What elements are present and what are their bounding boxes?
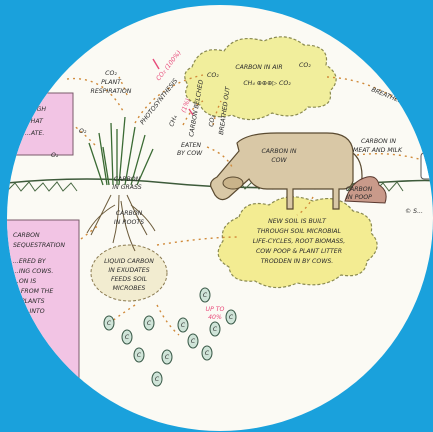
sequestration-top-box (7, 92, 74, 156)
seq-top-2: ...THAT (21, 118, 44, 125)
carbon-in-roots-1: CARBON (116, 210, 143, 217)
pellet-c: C (205, 350, 210, 357)
pellet-c: C (125, 334, 130, 341)
liquid-carbon-bubble (90, 244, 168, 302)
carbon-in-meat-1: CARBON IN (361, 138, 396, 145)
seq-side-5: ...ON IS (13, 278, 36, 285)
ch4-label: CH₄ (168, 114, 179, 128)
new-soil-5: TRODDEN IN BY COWS. (261, 258, 334, 265)
liquid-carbon-3: FEEDS SOIL (111, 276, 148, 283)
pellet-c: C (229, 314, 234, 321)
seq-side-2: SEQUESTRATION (13, 242, 65, 249)
cow (210, 132, 363, 210)
milk-bottle (420, 152, 433, 180)
seq-side-3: ...ERED BY (13, 258, 47, 265)
grass-tuft (88, 116, 154, 186)
carbon-in-air-cloud (184, 36, 337, 121)
cloud-co2-left: CO₂ (207, 72, 219, 79)
seq-side-10: ...IL. (37, 356, 50, 363)
pellet-c: C (107, 320, 112, 327)
carbon-pellets (103, 287, 237, 387)
breathed-label: BREATHED (370, 86, 404, 105)
carbon-in-poop-2: IN POOP (346, 194, 372, 201)
seq-top-1: ...ROUGH (17, 106, 46, 113)
up-to-1: UP TO (206, 306, 225, 313)
up-to-2: 40% (208, 314, 222, 321)
pellet-c: C (181, 322, 186, 329)
liquid-carbon-4: MICROBES (113, 285, 146, 292)
seq-side-4: ...ING COWS. (13, 268, 53, 275)
carbon-in-grass-1: CARBON (114, 176, 141, 183)
carbon-in-poop-1: CARBON (346, 186, 373, 193)
pellet-c: C (137, 352, 142, 359)
carbon-in-air-label: CARBON IN AIR (235, 64, 282, 71)
grass-roots (86, 194, 156, 252)
pellet-c: C (191, 338, 196, 345)
pellet-c: C (203, 292, 208, 299)
cloud-equation: CH₄ ⊕⊕⊕▷ CO₂ (243, 80, 291, 87)
co2-100-label: CO₂ (100%) (155, 49, 183, 82)
eaten-by-cow-2: BY COW (177, 150, 203, 157)
co2-breathed-out-1: CO₂ (208, 114, 217, 127)
seq-side-9: ...ES (35, 344, 49, 351)
copyright-label: © S... (405, 207, 423, 215)
liquid-carbon-1: LIQUID CARBON (104, 258, 154, 265)
o2-left: O₂ (51, 152, 59, 159)
eaten-by-cow-1: EATEN (181, 142, 201, 149)
highlight-marks (152, 58, 194, 116)
carbon-in-roots-2: IN ROOTS (114, 219, 144, 226)
respiration-label-1: CO₂ (105, 70, 117, 77)
seq-top-3: ...ATE. (25, 130, 44, 137)
seq-side-6: ... FROM THE (13, 288, 53, 295)
carbon-in-cow-1: CARBON IN (261, 148, 296, 155)
cloud-co2-right: CO₂ (299, 62, 311, 69)
seq-side-1: CARBON (13, 232, 40, 239)
pellet-c: C (165, 354, 170, 361)
carbon-in-meat-2: MEAT AND MILK (353, 147, 403, 154)
o2-mid: O₂ (79, 128, 87, 135)
new-soil-3: LIFE-CYCLES, ROOT BIOMASS, (253, 238, 345, 245)
respiration-label-3: RESPIRATION (91, 88, 132, 95)
carbon-cycle-diagram: CO₂ PLANT RESPIRATION PHOTOSYNTHESIS CO₂… (7, 36, 433, 391)
ch4-percent: (1%) (180, 98, 192, 114)
liquid-carbon-2: IN EXUDATES (108, 267, 149, 274)
pellet-c: C (213, 326, 218, 333)
new-soil-4: COW POOP & PLANT LITTER (256, 248, 342, 255)
carbon-in-grass-2: IN GRASS (112, 184, 141, 191)
new-soil-1: NEW SOIL IS BUILT (268, 218, 327, 225)
cow-poop (344, 176, 387, 204)
carbon-in-cow-2: COW (271, 157, 287, 164)
sequestration-side-box (7, 219, 80, 391)
pellet-c: C (147, 320, 152, 327)
diagram-disc: CO₂ PLANT RESPIRATION PHOTOSYNTHESIS CO₂… (7, 5, 433, 431)
new-soil-2: THROUGH SOIL MICROBIAL (257, 228, 342, 235)
seq-side-8: ...ED INTO (13, 308, 45, 315)
new-soil-cloud (217, 196, 378, 289)
pellet-c: C (155, 376, 160, 383)
respiration-label-2: PLANT (101, 79, 122, 86)
seq-side-7: ... PLANTS (13, 298, 45, 305)
